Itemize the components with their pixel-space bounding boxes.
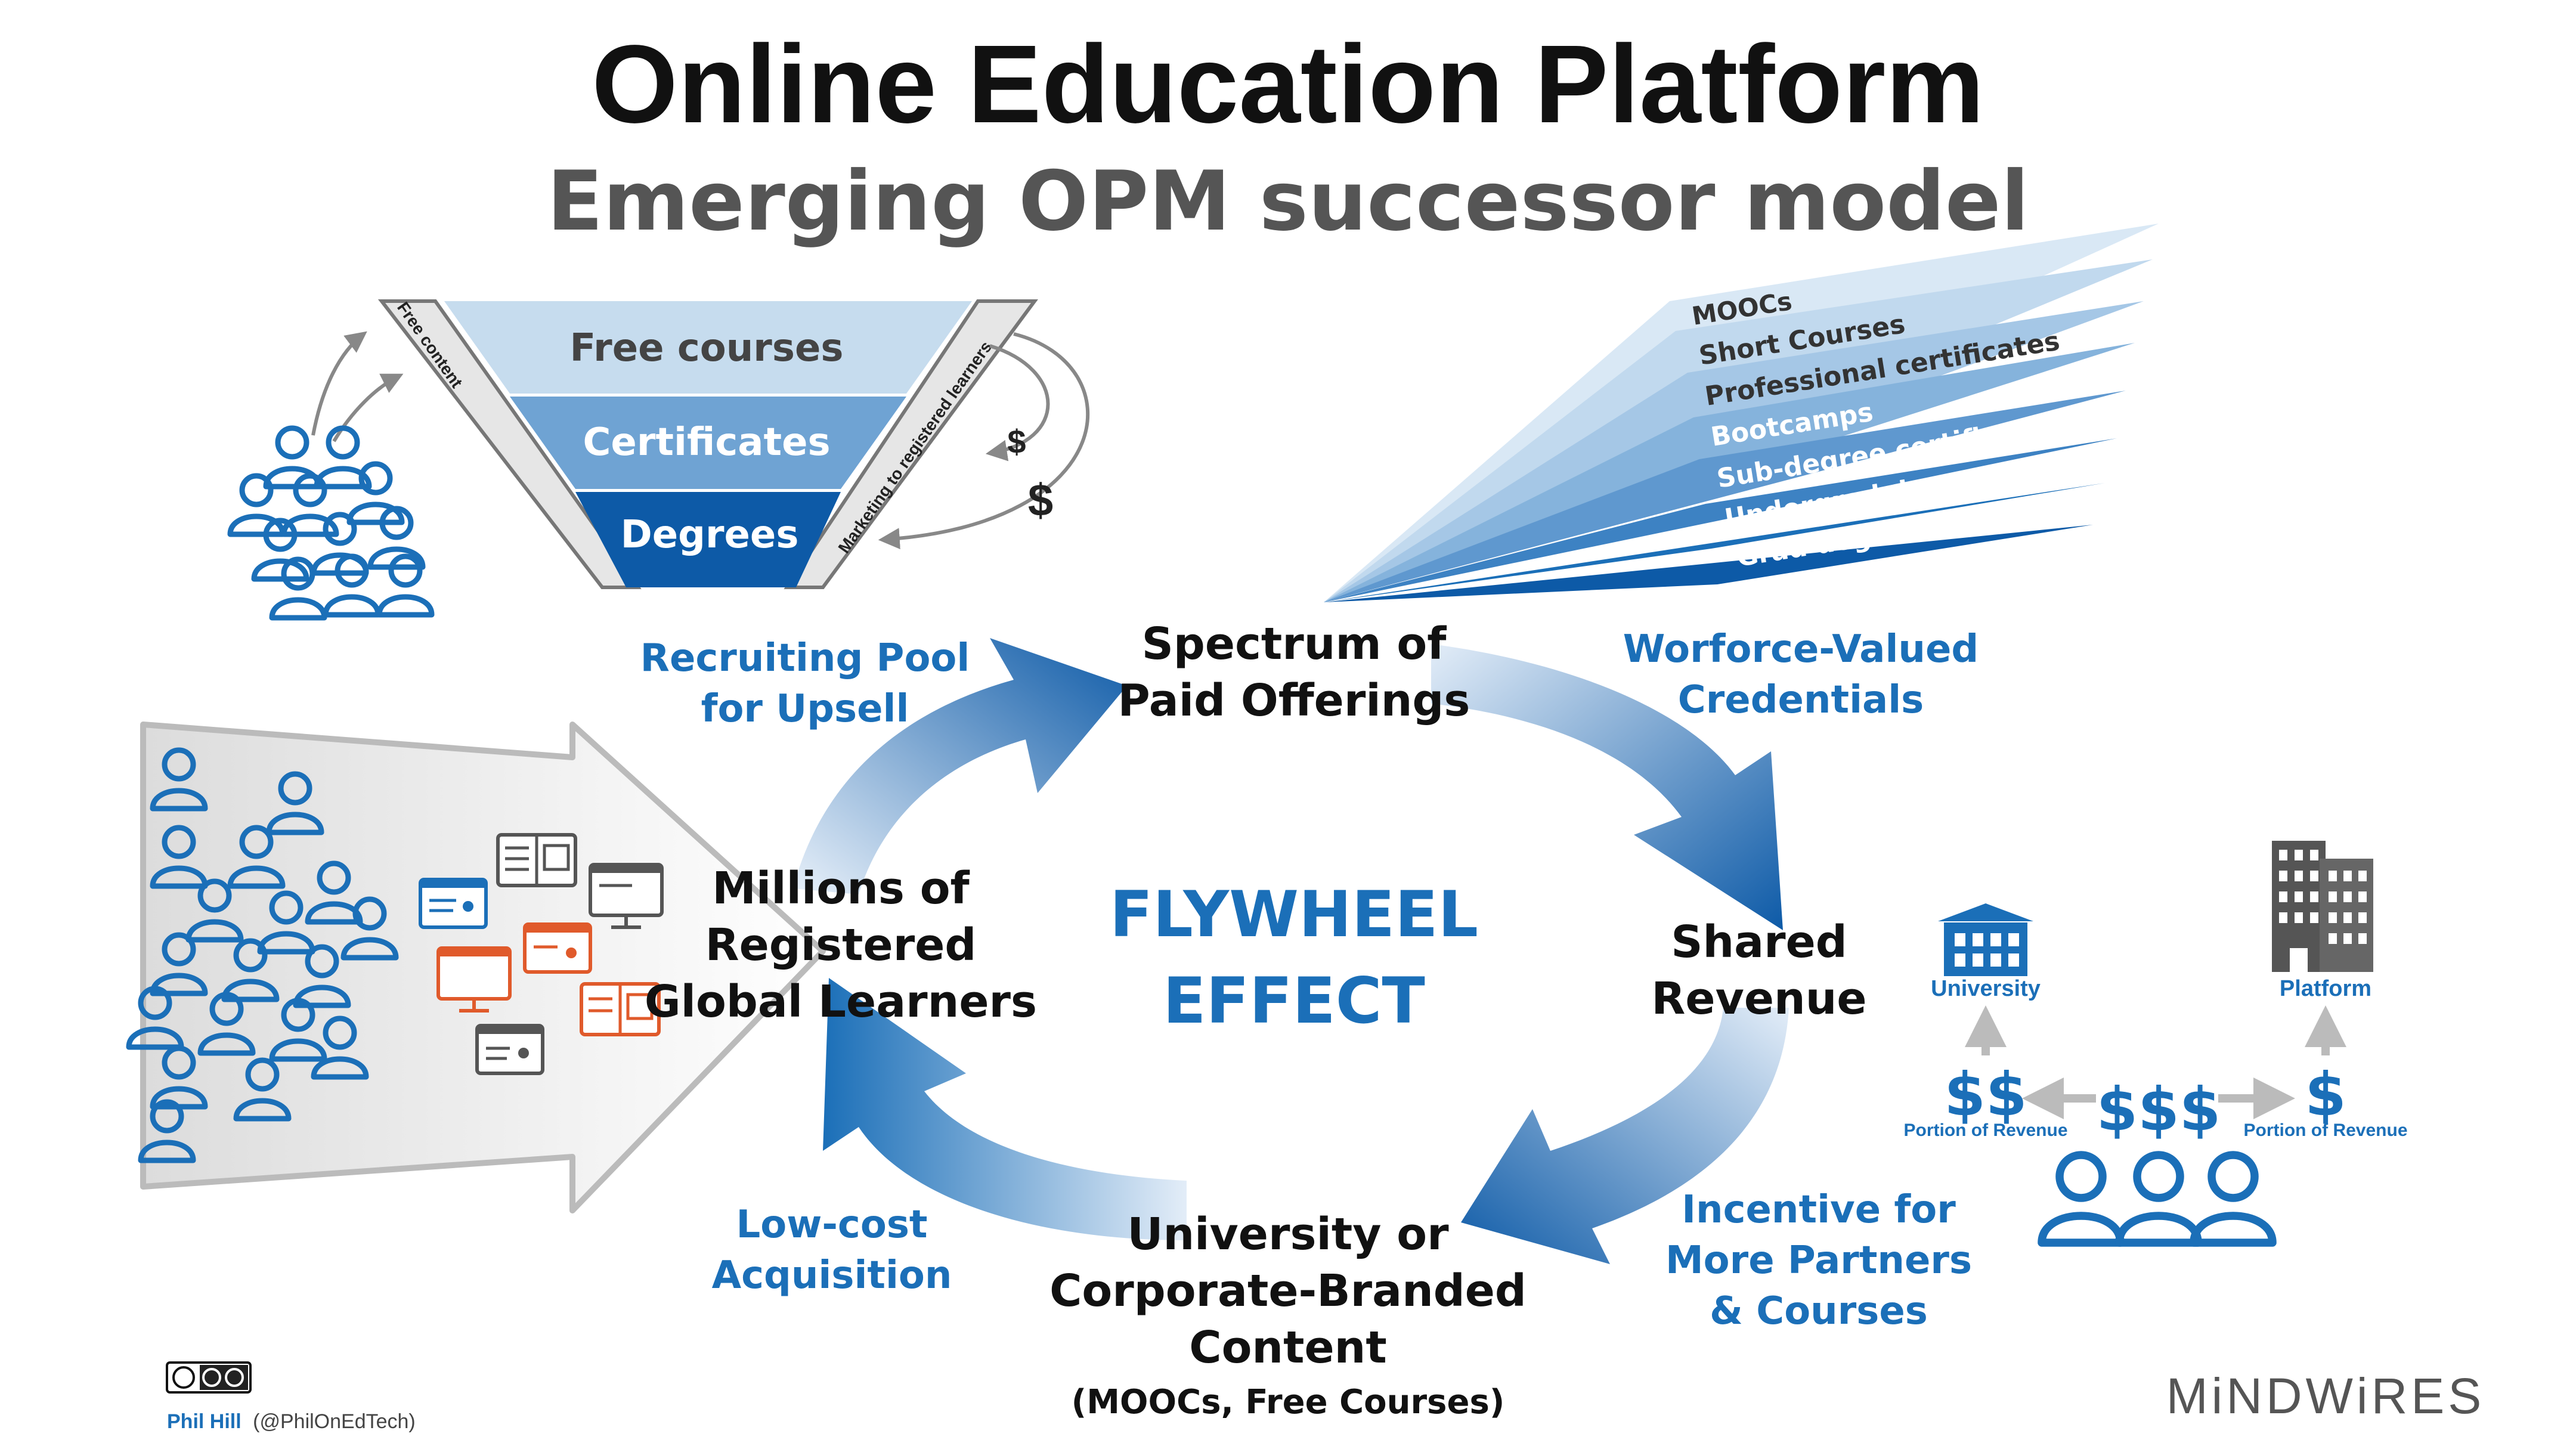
presentation-icon-orange	[523, 922, 592, 974]
node-content: University or Corporate-Branded Content …	[1049, 1209, 1527, 1422]
funnel-level-degrees-label: Degrees	[621, 513, 799, 557]
node-learners-line1: Millions of	[712, 863, 970, 914]
label-recruiting-line2: for Upsell	[701, 687, 909, 731]
label-credentials-line1: Worforce-Valued	[1623, 627, 1979, 671]
funnel-entry-arrow-2	[332, 373, 404, 442]
label-acquisition: Low-cost Acquisition	[712, 1203, 952, 1298]
label-recruiting: Recruiting Pool for Upsell	[640, 636, 970, 731]
label-incentive-line1: Incentive for	[1682, 1188, 1956, 1232]
document-icon-1	[496, 833, 577, 887]
spectrum-band-5	[1324, 391, 2126, 602]
node-content-line2: Corporate-Branded	[1049, 1265, 1527, 1317]
label-recruiting-line1: Recruiting Pool	[640, 636, 970, 680]
total-revenue: $$$	[2097, 1075, 2221, 1144]
spectrum-band-7	[1324, 483, 2105, 602]
university-share: $$	[1944, 1060, 2027, 1129]
flywheel-arrow-bottom-right	[1461, 1008, 1789, 1264]
platform-label: Platform	[2280, 976, 2371, 1001]
platform-caption: Portion of Revenue	[2243, 1120, 2407, 1140]
revenue-split: University Platform $$ $$$ $	[1903, 841, 2408, 1243]
label-credentials-line2: Credentials	[1678, 678, 1924, 722]
flywheel-arrows	[793, 638, 1789, 1264]
flywheel-arrow-top-right	[1431, 644, 1783, 930]
flywheel-center-line2: EFFECT	[1163, 964, 1425, 1038]
funnel: Free courses Certificates Degrees Free c…	[311, 299, 1090, 589]
node-content-line1: University or	[1127, 1209, 1449, 1260]
funnel-money-large: $	[1028, 475, 1053, 526]
funnel-level-certificates	[510, 397, 906, 489]
monitor-icon-1	[589, 863, 664, 929]
university-icon	[1938, 903, 2033, 976]
document-icon-orange	[580, 982, 661, 1036]
node-learners: Millions of Registered Global Learners	[645, 863, 1037, 1027]
funnel-money-small: $	[1007, 423, 1026, 460]
label-credentials: Worforce-Valued Credentials	[1623, 627, 1979, 722]
footer-author: Phil Hill (@PhilOnEdTech)	[167, 1410, 416, 1433]
university-label: University	[1931, 976, 2041, 1001]
flywheel-arrow-bottom-left	[823, 978, 1187, 1240]
spectrum-band-6	[1324, 438, 2117, 602]
footer-author-name: Phil Hill	[167, 1410, 242, 1433]
funnel-level-free	[444, 301, 972, 394]
node-content-line3: Content	[1189, 1322, 1386, 1373]
funnel-right-rail	[784, 299, 1038, 589]
label-incentive-line2: More Partners	[1665, 1239, 1972, 1283]
learning-icons	[419, 833, 664, 1075]
node-revenue-line1: Shared	[1671, 917, 1847, 968]
funnel-return-loop-small	[985, 344, 1050, 462]
presentation-icon	[419, 878, 488, 929]
label-incentive-line3: & Courses	[1710, 1289, 1928, 1333]
payer-crowd	[2042, 1155, 2272, 1243]
monitor-icon-orange	[436, 946, 512, 1013]
cc-license-badge	[166, 1361, 252, 1394]
page-title: Online Education Platform	[592, 23, 1984, 146]
node-spectrum: Spectrum of Paid Offerings	[1118, 618, 1470, 726]
node-content-sub: (MOOCs, Free Courses)	[1072, 1383, 1505, 1422]
funnel-level-certificates-label: Certificates	[583, 420, 830, 465]
mindwires-logo: MiNDWiRES	[2166, 1368, 2485, 1424]
funnel-level-free-label: Free courses	[570, 326, 844, 370]
label-acquisition-line1: Low-cost	[736, 1203, 927, 1247]
platform-share: $	[2305, 1060, 2346, 1129]
page-subtitle: Emerging OPM successor model	[547, 153, 2029, 249]
spectrum-band-8	[1324, 525, 2093, 602]
node-learners-line2: Registered	[705, 919, 977, 971]
label-incentive: Incentive for More Partners & Courses	[1665, 1188, 1972, 1333]
node-spectrum-line1: Spectrum of	[1142, 618, 1447, 670]
university-caption: Portion of Revenue	[1903, 1120, 2067, 1140]
funnel-level-degrees	[575, 492, 841, 587]
platform-icon	[2272, 841, 2373, 972]
node-revenue: Shared Revenue	[1651, 917, 1866, 1024]
node-learners-line3: Global Learners	[645, 976, 1037, 1027]
node-revenue-line2: Revenue	[1651, 973, 1866, 1024]
node-spectrum-line2: Paid Offerings	[1118, 675, 1470, 726]
funnel-return-loop-large	[878, 332, 1090, 550]
spectrum-wedge: MOOCs Short Courses Professional certifi…	[1324, 224, 2159, 602]
funnel-crowd	[230, 428, 432, 618]
flywheel-arrow-top-left	[793, 638, 1127, 894]
footer-author-handle: (@PhilOnEdTech)	[253, 1410, 416, 1433]
flywheel-center-line1: FLYWHEEL	[1110, 878, 1478, 951]
presentation-icon-2	[475, 1024, 544, 1075]
funnel-entry-arrow-1	[311, 331, 367, 436]
label-acquisition-line2: Acquisition	[712, 1253, 952, 1298]
